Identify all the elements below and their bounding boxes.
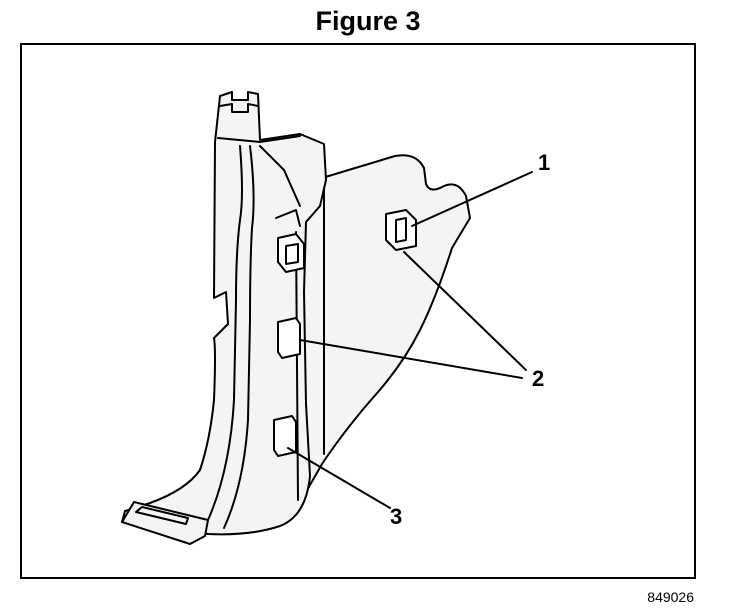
leader-3	[287, 447, 391, 509]
leader-2a	[403, 251, 527, 371]
pillar-back-edge	[295, 231, 299, 501]
callout-3: 3	[390, 504, 402, 529]
callout-1: 1	[538, 150, 550, 175]
top-ridge	[217, 135, 301, 143]
wing-panel	[295, 154, 471, 501]
illustration-frame	[20, 43, 696, 579]
callout-2: 2	[532, 366, 544, 391]
clip-upper	[277, 233, 305, 273]
top-cap-edge	[219, 103, 259, 113]
clip-1	[385, 209, 417, 251]
leader-1	[411, 171, 533, 227]
pillar-side-edge	[275, 209, 301, 227]
ridge-left	[207, 145, 243, 521]
foot-flange	[121, 501, 209, 545]
ridge-right	[223, 145, 255, 529]
body-shoulder	[259, 145, 301, 207]
figure-title: Figure 3	[315, 6, 421, 36]
foot-slot	[135, 506, 189, 525]
figure-code: 849026	[647, 589, 694, 605]
clip-middle	[277, 317, 301, 359]
leader-2b	[299, 339, 523, 379]
